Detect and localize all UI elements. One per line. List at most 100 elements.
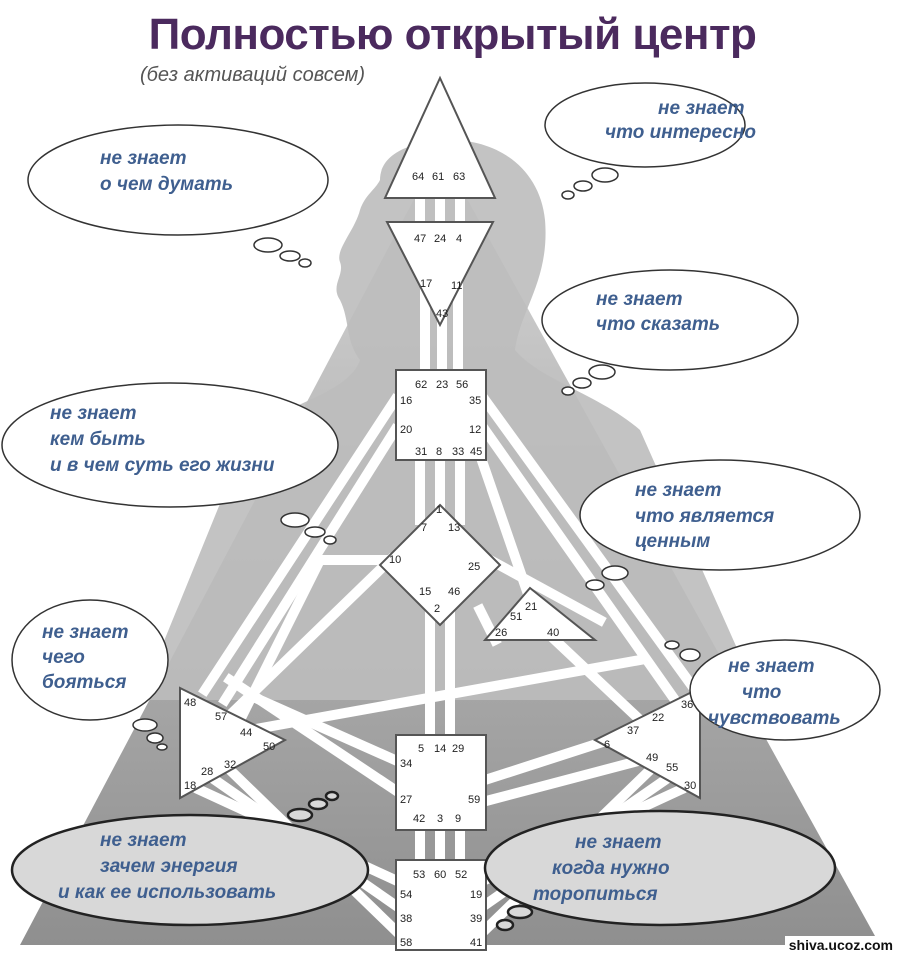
gate-label: 53 xyxy=(413,869,425,881)
bubble-ego-line-1: не знает xyxy=(635,480,722,501)
gate-label: 38 xyxy=(400,913,412,925)
bubble-g-line-3: и в чем суть его жизни xyxy=(50,455,275,476)
gate-label: 2 xyxy=(434,603,440,615)
gate-label: 14 xyxy=(434,743,446,755)
bubble-texts: не знает что интересно не знает о чем ду… xyxy=(42,98,841,905)
gate-label: 64 xyxy=(412,171,424,183)
bubble-solar-line-1: не знает xyxy=(728,656,815,677)
bubble-throat-line-1: не знает xyxy=(596,289,683,310)
bubble-ego-line-2: что является xyxy=(635,506,774,527)
gate-label: 39 xyxy=(470,913,482,925)
bubble-g xyxy=(1,382,339,545)
bubble-ego xyxy=(579,459,861,591)
gate-label: 37 xyxy=(627,725,639,737)
gate-label: 31 xyxy=(415,446,427,458)
gate-label: 25 xyxy=(468,561,480,573)
gate-label: 10 xyxy=(389,554,401,566)
ego-center xyxy=(482,586,598,641)
page-subtitle: (без активаций совсем) xyxy=(140,64,365,86)
gate-label: 44 xyxy=(240,727,252,739)
bubble-head-line-1: не знает xyxy=(658,98,745,119)
gate-label: 1 xyxy=(436,504,442,516)
bubble-root-left-line-2: зачем энергия xyxy=(100,856,238,877)
bubble-solar xyxy=(664,639,881,741)
gate-label: 13 xyxy=(448,522,460,534)
throat-center xyxy=(395,369,487,461)
channels xyxy=(193,195,702,938)
gate-label: 32 xyxy=(224,759,236,771)
bubble-root-left-line-1: не знает xyxy=(100,830,187,851)
gate-label: 51 xyxy=(510,611,522,623)
gate-label: 15 xyxy=(419,586,431,598)
page-title: Полностью открытый центр xyxy=(148,10,757,59)
gate-label: 41 xyxy=(470,937,482,949)
solar-center xyxy=(592,686,701,800)
gate-label: 3 xyxy=(437,813,443,825)
bubble-head xyxy=(544,82,746,200)
bubble-root-right-line-1: не знает xyxy=(575,832,662,853)
gate-label: 27 xyxy=(400,794,412,806)
ajna-center xyxy=(385,221,495,328)
bubble-spleen-line-2: чего xyxy=(42,647,85,668)
gate-label: 47 xyxy=(414,233,426,245)
bubble-throat-line-2: что сказать xyxy=(596,314,720,335)
head-center xyxy=(383,75,497,199)
gate-label: 30 xyxy=(684,780,696,792)
gate-label: 23 xyxy=(436,379,448,391)
gate-label: 50 xyxy=(263,741,275,753)
gate-label: 12 xyxy=(469,424,481,436)
gate-label: 42 xyxy=(413,813,425,825)
gate-label: 45 xyxy=(470,446,482,458)
gate-label: 35 xyxy=(469,395,481,407)
bubble-ajna xyxy=(27,124,329,268)
gate-label: 6 xyxy=(604,739,610,751)
gate-label: 17 xyxy=(420,278,432,290)
bubble-g-line-1: не знает xyxy=(50,403,137,424)
bubble-head-line-2: что интересно xyxy=(605,122,756,143)
bubble-solar-line-3: чувствовать xyxy=(708,708,841,729)
gate-label: 56 xyxy=(456,379,468,391)
gate-label: 26 xyxy=(495,627,507,639)
gate-label: 24 xyxy=(434,233,446,245)
gate-label: 16 xyxy=(400,395,412,407)
gate-label: 61 xyxy=(432,171,444,183)
gate-label: 40 xyxy=(547,627,559,639)
bubble-spleen-line-1: не знает xyxy=(42,622,129,643)
bubble-root-right-line-2: когда нужно xyxy=(552,858,670,879)
gate-label: 58 xyxy=(400,937,412,949)
gate-label: 55 xyxy=(666,762,678,774)
bubble-root-left xyxy=(10,790,370,927)
gate-label: 62 xyxy=(415,379,427,391)
gate-label: 33 xyxy=(452,446,464,458)
gate-label: 48 xyxy=(184,697,196,709)
gate-label: 19 xyxy=(470,889,482,901)
gate-label: 59 xyxy=(468,794,480,806)
thought-bubbles xyxy=(1,82,881,932)
gate-label: 11 xyxy=(451,280,462,292)
gate-numbers: 64 61 63 47 24 4 17 11 43 62 23 56 16 35… xyxy=(184,171,696,949)
gate-label: 57 xyxy=(215,711,227,723)
root-center xyxy=(395,859,487,951)
gate-label: 20 xyxy=(400,424,412,436)
gate-label: 9 xyxy=(455,813,461,825)
bubble-throat xyxy=(541,269,799,396)
gate-label: 29 xyxy=(452,743,464,755)
bubble-ajna-line-1: не знает xyxy=(100,148,187,169)
bubble-spleen-line-3: бояться xyxy=(42,672,127,693)
bubble-g-line-2: кем быть xyxy=(50,429,146,450)
gate-label: 8 xyxy=(436,446,442,458)
gate-label: 28 xyxy=(201,766,213,778)
gate-label: 46 xyxy=(448,586,460,598)
bubble-root-right-line-3: торопиться xyxy=(533,884,658,905)
gate-label: 49 xyxy=(646,752,658,764)
gate-label: 63 xyxy=(453,171,465,183)
bubble-ajna-line-2: о чем думать xyxy=(100,174,233,195)
sacral-center xyxy=(395,734,487,831)
centers xyxy=(179,75,701,951)
bubble-spleen xyxy=(11,599,169,751)
gate-label: 54 xyxy=(400,889,412,901)
gate-label: 18 xyxy=(184,780,196,792)
g-center xyxy=(378,503,502,627)
bubble-solar-line-2: что xyxy=(742,682,781,703)
